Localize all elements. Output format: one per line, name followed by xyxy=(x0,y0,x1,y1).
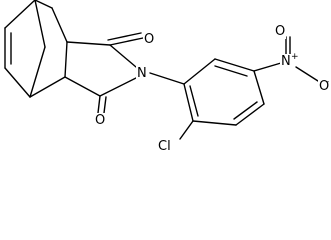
bond xyxy=(295,66,319,82)
bond xyxy=(179,120,194,140)
nitro-oxygen-double-label: O xyxy=(274,24,287,39)
bond xyxy=(4,67,31,98)
chemical-structure-diagram xyxy=(4,0,319,140)
bond xyxy=(183,58,216,85)
bond xyxy=(183,83,194,122)
bond xyxy=(149,72,185,85)
bond xyxy=(97,95,101,114)
carbonyl-oxygen-top-label: O xyxy=(143,32,156,47)
bond xyxy=(192,120,237,126)
imide-nitrogen-label: N xyxy=(136,66,148,81)
bond xyxy=(189,85,199,117)
bond xyxy=(29,46,46,98)
bond xyxy=(107,32,142,41)
benzene-ring xyxy=(183,58,265,126)
bond xyxy=(214,58,255,72)
bond xyxy=(64,76,101,97)
bond xyxy=(51,7,68,43)
nitro-nitrogen-label: N xyxy=(280,54,292,69)
carbonyl-oxygen-bottom-label: O xyxy=(94,113,107,128)
bond xyxy=(253,70,265,105)
imide-ring xyxy=(64,32,144,114)
bond xyxy=(235,103,265,126)
bond xyxy=(214,65,248,77)
nitro-nitrogen-charge: + xyxy=(291,52,299,62)
chlorine-label: Cl xyxy=(157,139,172,154)
bond xyxy=(34,0,53,9)
bond xyxy=(253,62,282,72)
bond xyxy=(66,41,111,46)
bond xyxy=(109,44,137,68)
bond xyxy=(34,0,46,48)
bond xyxy=(103,96,107,114)
bond xyxy=(109,37,144,46)
bond xyxy=(64,41,68,78)
nitro-oxygen-charge: - xyxy=(326,77,330,87)
bond xyxy=(233,101,258,120)
bond xyxy=(99,77,137,97)
nitro-oxygen-single-label: O xyxy=(318,79,331,94)
bond xyxy=(4,0,36,29)
bicyclic-cage xyxy=(4,0,68,98)
bond xyxy=(29,76,66,98)
